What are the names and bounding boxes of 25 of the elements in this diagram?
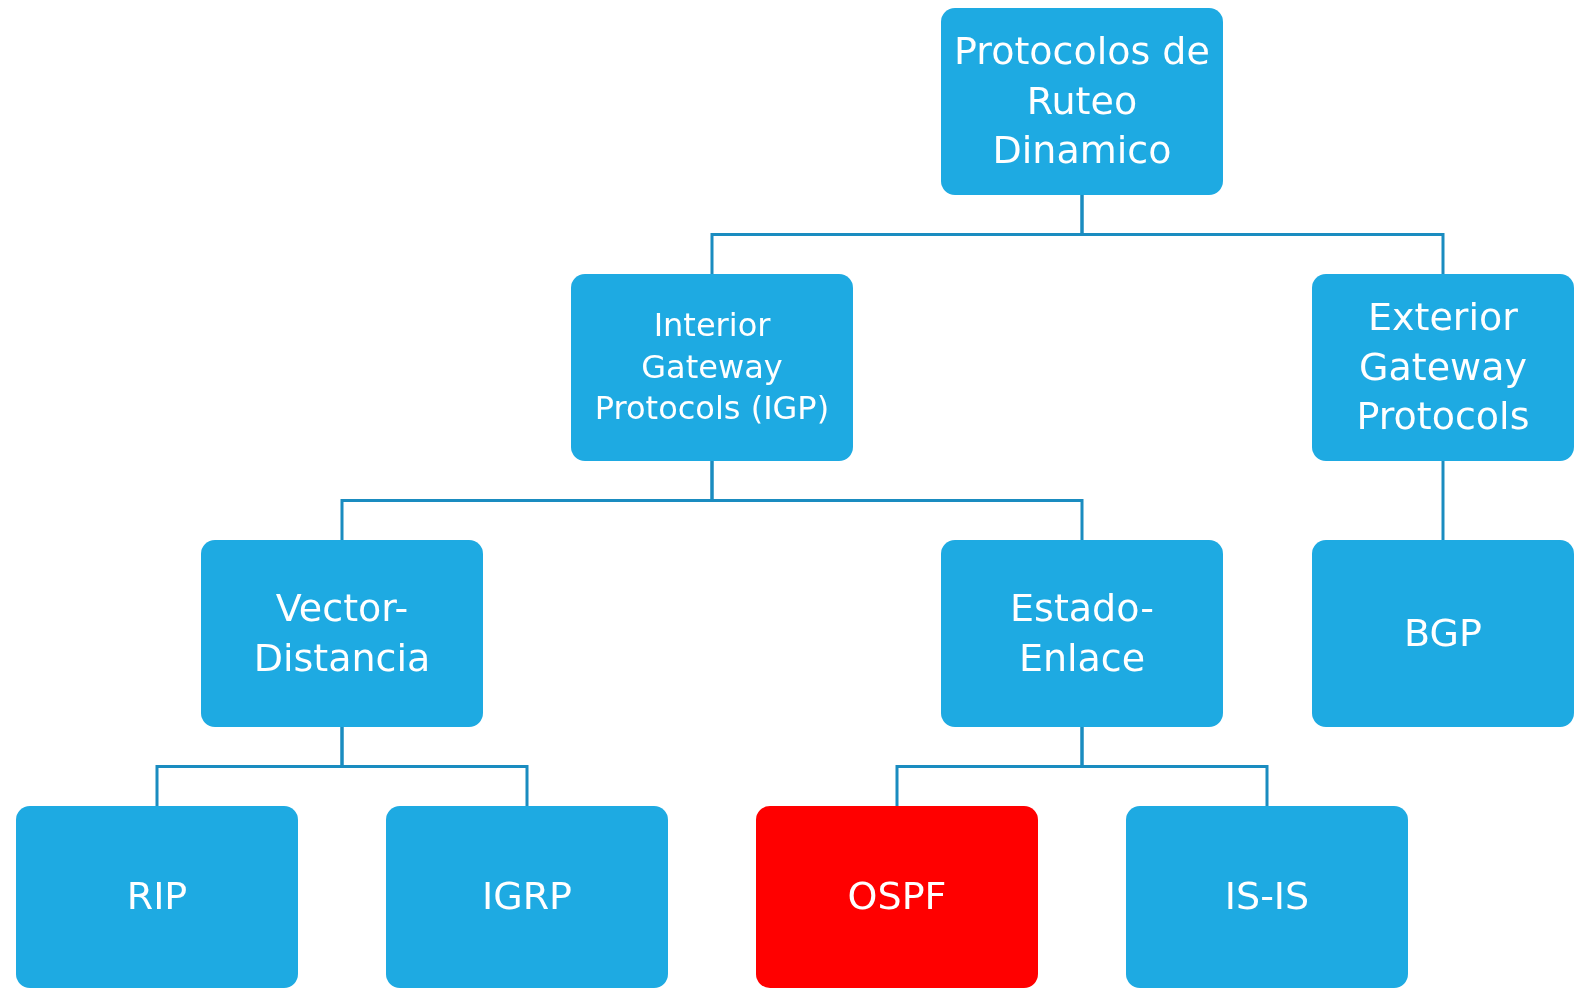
- node-label: OSPF: [847, 873, 947, 921]
- connector-line: [710, 461, 1084, 540]
- process-box: [1312, 540, 1574, 727]
- process-box: [756, 806, 1038, 988]
- node-label: BGP: [1404, 609, 1482, 657]
- node-label: Exterior Gateway Protocols: [1355, 294, 1531, 441]
- process-box: [201, 540, 483, 727]
- node-label: Vector-Distancia: [252, 585, 432, 682]
- connector-line: [1080, 195, 1445, 274]
- node-label: Protocolos de Ruteo Dinamico: [953, 28, 1211, 175]
- process-box: [941, 540, 1223, 727]
- process-box: [571, 274, 853, 461]
- process-box: [941, 8, 1223, 195]
- node-label: Interior Gateway Protocols (IGP): [593, 305, 831, 430]
- node-label: Estado-Enlace: [1009, 585, 1155, 682]
- process-box: [386, 806, 668, 988]
- connector-line: [1080, 727, 1269, 806]
- connector-line: [1441, 461, 1445, 540]
- node-label: IS-IS: [1224, 873, 1310, 921]
- node-label: IGRP: [482, 873, 572, 921]
- process-box: [1126, 806, 1408, 988]
- node-label: RIP: [126, 873, 188, 921]
- process-box: [16, 806, 298, 988]
- connector-line: [340, 727, 529, 806]
- process-box: [1312, 274, 1574, 461]
